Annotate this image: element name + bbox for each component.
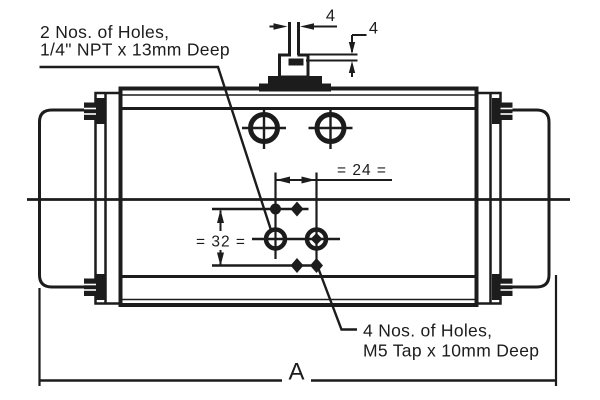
bolt-top-left bbox=[84, 98, 105, 124]
bolt-bottom-right bbox=[492, 274, 513, 300]
leader-port-note bbox=[39, 65, 272, 230]
pinion-slot-bottom bbox=[288, 58, 304, 66]
dimension-32: = 32 = bbox=[196, 209, 246, 266]
port-hole-right bbox=[308, 107, 353, 149]
dimension-A-label: A bbox=[288, 359, 304, 386]
bolt-bottom-left bbox=[84, 274, 105, 300]
pinion-pedestal-upper bbox=[268, 76, 322, 85]
dimension-slot-depth: 4 bbox=[348, 20, 378, 77]
hole-marker-dot bbox=[270, 203, 281, 215]
mounting-note-line1: 4 Nos. of Holes, bbox=[363, 321, 492, 341]
leader-mounting-note bbox=[316, 267, 357, 331]
dimension-slot-width: 4 bbox=[269, 7, 337, 30]
port-note-line1: 2 Nos. of Holes, bbox=[40, 22, 169, 42]
dimension-24-label: = 24 = bbox=[337, 162, 387, 179]
port-hole-left bbox=[242, 107, 286, 149]
bolt-top-right bbox=[492, 98, 513, 124]
hole-marker-diamond-top bbox=[290, 201, 304, 217]
pinion-shaft-top bbox=[259, 22, 358, 92]
dimension-24: = 24 = bbox=[274, 162, 392, 184]
mounting-note-line2: M5 Tap x 10mm Deep bbox=[363, 341, 539, 361]
dimension-32-label: = 32 = bbox=[196, 234, 246, 251]
dimension-slot-depth-label: 4 bbox=[369, 20, 378, 38]
pinion-pedestal-lower bbox=[259, 83, 331, 92]
dimension-overall-A: A bbox=[38, 275, 558, 386]
actuator-body bbox=[118, 86, 479, 307]
port-note-line2: 1/4" NPT x 13mm Deep bbox=[40, 40, 230, 60]
hole-marker-diamond-bottom-left bbox=[290, 258, 304, 273]
dimension-slot-width-label: 4 bbox=[326, 7, 335, 25]
